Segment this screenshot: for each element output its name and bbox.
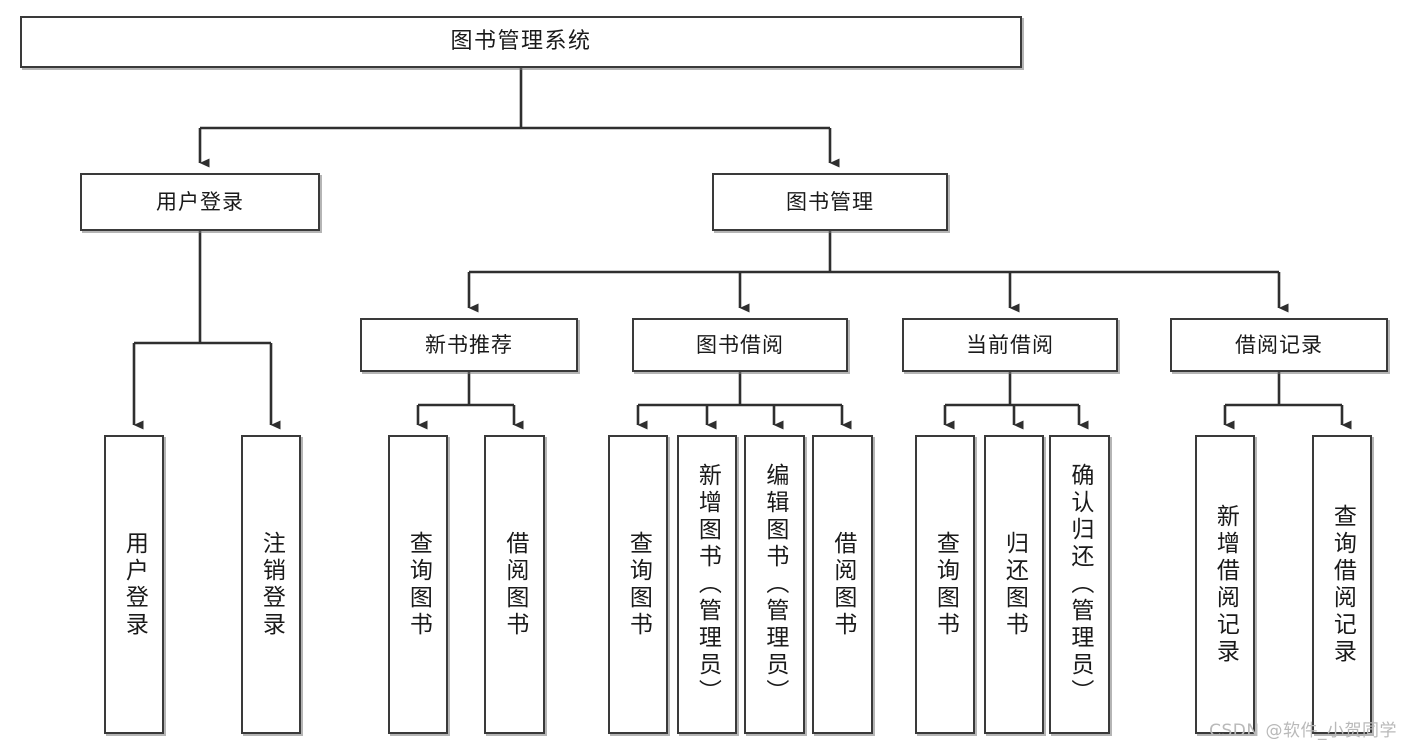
watermark-text: CSDN @软件_小贺同学 — [1209, 721, 1397, 741]
node-label: 借阅图书 — [501, 530, 528, 639]
node-label: 新增借阅记录 — [1212, 503, 1239, 666]
node-label: 当前借阅 — [966, 332, 1054, 357]
node-label: 注销登录 — [258, 530, 285, 639]
node-query-book-current[interactable]: 查询图书 — [915, 435, 975, 734]
node-logout-action[interactable]: 注销登录 — [241, 435, 301, 734]
node-add-borrow-record[interactable]: 新增借阅记录 — [1195, 435, 1255, 734]
node-borrow-book-rec[interactable]: 借阅图书 — [484, 435, 545, 734]
node-label: 图书借阅 — [696, 332, 784, 357]
node-label: 归还图书 — [1001, 530, 1028, 639]
node-label: 确认归还（管理员） — [1066, 463, 1093, 706]
node-query-book-rec[interactable]: 查询图书 — [388, 435, 448, 734]
node-user-login[interactable]: 用户登录 — [80, 173, 320, 231]
node-current-borrow[interactable]: 当前借阅 — [902, 318, 1118, 372]
node-label: 编辑图书（管理员） — [761, 463, 788, 706]
node-label: 用户登录 — [121, 530, 148, 639]
node-label: 查询图书 — [625, 530, 652, 639]
node-confirm-return-admin[interactable]: 确认归还（管理员） — [1049, 435, 1110, 734]
node-new-book-rec[interactable]: 新书推荐 — [360, 318, 578, 372]
node-label: 借阅记录 — [1235, 332, 1323, 357]
node-label: 图书管理 — [786, 189, 874, 214]
node-user-login-action[interactable]: 用户登录 — [104, 435, 164, 734]
node-book-borrow[interactable]: 图书借阅 — [632, 318, 848, 372]
node-edit-book-admin[interactable]: 编辑图书（管理员） — [744, 435, 805, 734]
node-label: 借阅图书 — [829, 530, 856, 639]
node-add-book-admin[interactable]: 新增图书（管理员） — [677, 435, 737, 734]
node-label: 图书管理系统 — [450, 29, 592, 55]
node-label: 新书推荐 — [425, 332, 513, 357]
node-label: 查询借阅记录 — [1329, 503, 1356, 666]
node-label: 用户登录 — [156, 189, 244, 214]
node-label: 新增图书（管理员） — [694, 463, 721, 706]
node-borrow-book-action[interactable]: 借阅图书 — [812, 435, 873, 734]
node-query-borrow-record[interactable]: 查询借阅记录 — [1312, 435, 1372, 734]
node-query-book-borrow[interactable]: 查询图书 — [608, 435, 668, 734]
node-label: 查询图书 — [405, 530, 432, 639]
node-borrow-record[interactable]: 借阅记录 — [1170, 318, 1388, 372]
node-root-system[interactable]: 图书管理系统 — [20, 16, 1022, 68]
node-book-manage[interactable]: 图书管理 — [712, 173, 948, 231]
node-label: 查询图书 — [932, 530, 959, 639]
node-return-book[interactable]: 归还图书 — [984, 435, 1044, 734]
